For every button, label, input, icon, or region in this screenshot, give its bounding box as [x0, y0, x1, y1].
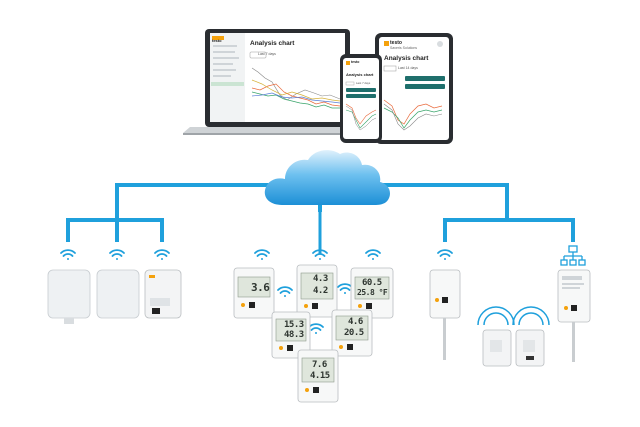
logger-mid-left-reading-2: 48.3: [284, 330, 304, 340]
logger-top-right-reading-2: 25.8 °F: [357, 288, 388, 297]
logger-bottom-reading: 7.6: [312, 360, 327, 370]
logger-top-mid: [296, 264, 338, 318]
laptop-device: [183, 29, 372, 135]
probe-signal-arcs: [477, 306, 550, 326]
laptop-filter[interactable]: Last 7 days: [258, 52, 276, 56]
wifi-icon: [60, 249, 76, 260]
base-unit-3: [144, 269, 182, 319]
cloud-icon: [264, 150, 390, 205]
network-hub-icon: [560, 245, 586, 266]
logger-mid-right: [331, 309, 373, 357]
logger-top-right: [350, 267, 394, 319]
wifi-icon: [109, 249, 125, 260]
wifi-icon: [437, 249, 453, 260]
wifi-icon: [337, 283, 353, 294]
logger-top-right-reading: 60.5: [362, 278, 382, 288]
logger-top-mid-reading: 4.3: [313, 274, 328, 284]
probe-sensor-2: [515, 329, 545, 367]
probe-sensor-1: [482, 329, 512, 367]
tablet-filter[interactable]: Last 14 days: [398, 66, 418, 70]
laptop-brand: testo: [212, 38, 222, 43]
phone-device: [340, 54, 382, 143]
wifi-icon: [277, 286, 293, 297]
tablet-brand: testo: [390, 40, 402, 46]
ethernet-logger: [557, 269, 591, 362]
phone-filter[interactable]: Last 7 days: [356, 81, 371, 85]
base-unit-2: [96, 269, 140, 319]
logger-mid-right-reading-2: 20.5: [344, 328, 364, 338]
logger-top-mid-reading-2: 4.2: [313, 286, 328, 296]
probe-logger-left: [429, 269, 461, 360]
wifi-icons: [60, 249, 453, 334]
base-unit-1: [47, 269, 91, 324]
logger-top-left: [233, 267, 275, 319]
wifi-icon: [365, 249, 381, 260]
wifi-icon: [308, 323, 324, 334]
tablet-device: [375, 33, 453, 144]
logger-top-left-reading: 3.6: [251, 281, 270, 294]
wifi-icon: [154, 249, 170, 260]
wifi-icon: [312, 249, 328, 260]
tablet-subtitle: Saveris Solutions: [390, 46, 418, 50]
phone-chart-title: Analysis chart: [346, 72, 374, 77]
logger-mid-left: [271, 311, 311, 359]
logger-mid-left-reading: 15.3: [284, 320, 304, 330]
wifi-icon: [254, 249, 270, 260]
laptop-chart-title: Analysis chart: [250, 40, 295, 47]
phone-brand: testo: [351, 60, 360, 64]
logger-bottom-reading-2: 4.15: [310, 371, 330, 381]
logger-mid-right-reading: 4.6: [348, 317, 363, 327]
tablet-chart-title: Analysis chart: [384, 55, 429, 62]
logger-bottom: [297, 349, 339, 403]
